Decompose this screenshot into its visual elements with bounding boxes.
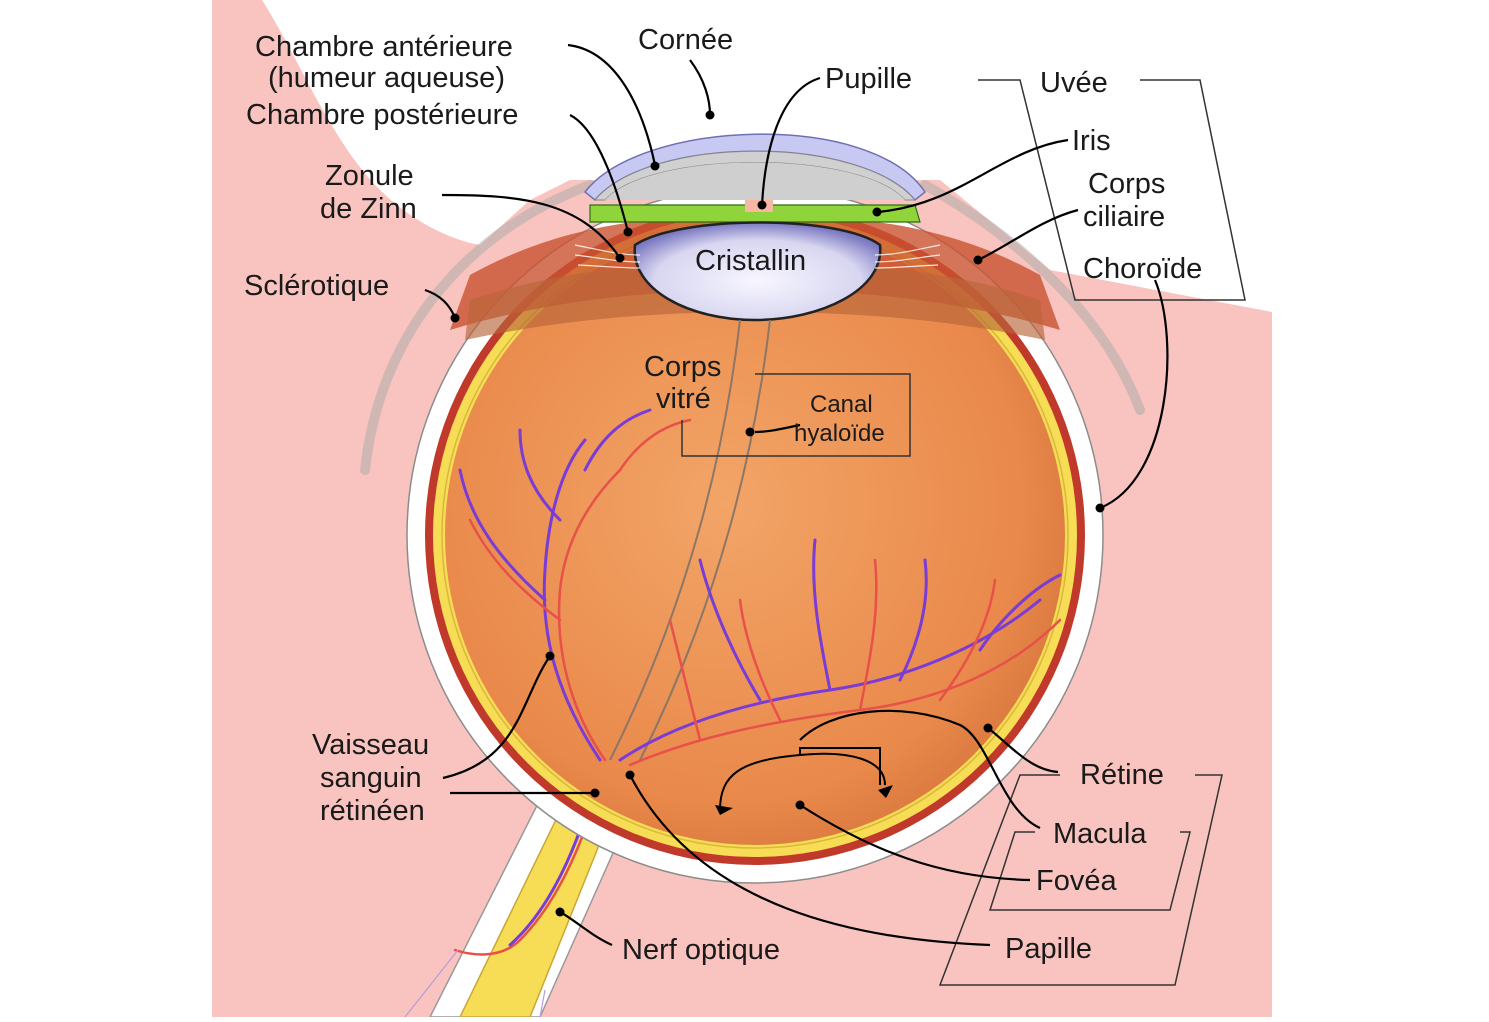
- lower-eyelid-fold: [920, 180, 1145, 415]
- macula-arrowhead-left: [715, 805, 733, 815]
- label-pupille: Pupille: [825, 63, 912, 95]
- lens: [633, 221, 882, 322]
- optic-trace-left: [404, 949, 459, 1018]
- label-vaisseau: Vaisseau: [312, 729, 429, 761]
- label-corps-ciliaire-2: ciliaire: [1083, 201, 1165, 233]
- label-retine: Rétine: [1080, 759, 1164, 791]
- label-nerf-optique: Nerf optique: [622, 934, 780, 966]
- label-sanguin: sanguin: [320, 762, 422, 794]
- label-choroide: Choroïde: [1083, 253, 1202, 285]
- upper-eyelid-fold: [360, 180, 595, 475]
- label-humeur-aqueuse: (humeur aqueuse): [268, 62, 505, 94]
- hyaloid-canal-line: [609, 319, 741, 761]
- retine-bracket: [938, 774, 1223, 986]
- label-corps-ciliaire-1: Corps: [1088, 168, 1165, 200]
- skin-left: [212, 230, 412, 1017]
- label-retineen: rétinéen: [320, 795, 425, 827]
- label-fovea: Fovéa: [1036, 865, 1117, 897]
- zonule-fibers: [574, 244, 941, 269]
- label-chambre-anterieure: Chambre antérieure: [255, 31, 513, 63]
- label-cristallin: Cristallin: [695, 245, 806, 277]
- label-iris: Iris: [1072, 125, 1111, 157]
- label-corps-vitre-1: Corps: [644, 351, 721, 383]
- label-cornee: Cornée: [638, 24, 733, 56]
- leader-lines: [424, 43, 1169, 947]
- macula-bracket: [799, 747, 881, 785]
- anterior-chamber-fill: [605, 162, 905, 200]
- optic-trace-right: [539, 989, 546, 1018]
- label-chambre-posterieure: Chambre postérieure: [246, 99, 518, 131]
- macula-arrowhead-right: [878, 785, 893, 798]
- label-canal: Canal: [810, 391, 873, 418]
- label-macula: Macula: [1053, 818, 1147, 850]
- vitreous-box: [681, 373, 911, 457]
- label-uvee: Uvée: [1040, 67, 1108, 99]
- label-papille: Papille: [1005, 933, 1092, 965]
- retinal-vessels: [458, 408, 1062, 767]
- iris: [589, 204, 921, 223]
- label-zonule: Zonule: [325, 160, 414, 192]
- label-corps-vitre-2: vitré: [656, 383, 711, 415]
- label-de-zinn: de Zinn: [320, 193, 417, 225]
- label-hyaloide: hyaloïde: [794, 420, 885, 447]
- label-sclerotique: Sclérotique: [244, 270, 389, 302]
- macula-bracket-2: [988, 831, 1191, 911]
- uvee-bracket: [978, 79, 1246, 301]
